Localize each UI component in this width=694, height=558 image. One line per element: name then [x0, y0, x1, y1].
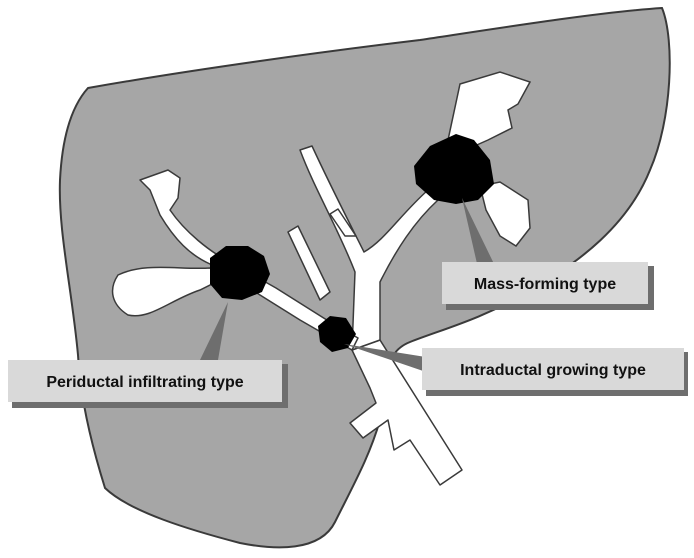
mass-forming-label: Mass-forming type	[474, 276, 616, 293]
mass-forming-callout: Mass-forming type	[442, 262, 654, 310]
mass-forming-pointer	[462, 198, 496, 268]
periductal-callout: Periductal infiltrating type	[8, 360, 288, 408]
periductal-label: Periductal infiltrating type	[46, 374, 243, 391]
central-duct-trunk	[299, 145, 439, 351]
intraductal-tumor	[318, 316, 356, 352]
mass-forming-tumor	[414, 134, 494, 204]
periductal-tumor	[210, 246, 270, 300]
left-upper-branch	[287, 225, 331, 301]
right-upper-duct-dilation	[447, 71, 532, 149]
mass-forming-label-box	[442, 262, 648, 304]
intraductal-label: Intraductal growing type	[460, 362, 646, 379]
trunk-side-branch	[329, 208, 357, 237]
periductal-label-box	[8, 360, 282, 402]
intraductal-callout: Intraductal growing type	[422, 348, 688, 396]
common-bile-duct	[349, 339, 463, 486]
right-lower-duct-dilation	[479, 181, 531, 247]
intraductal-label-box	[422, 348, 684, 390]
intraductal-pointer	[344, 344, 432, 374]
left-duct-dilation	[111, 266, 230, 317]
periductal-pointer	[200, 302, 228, 360]
